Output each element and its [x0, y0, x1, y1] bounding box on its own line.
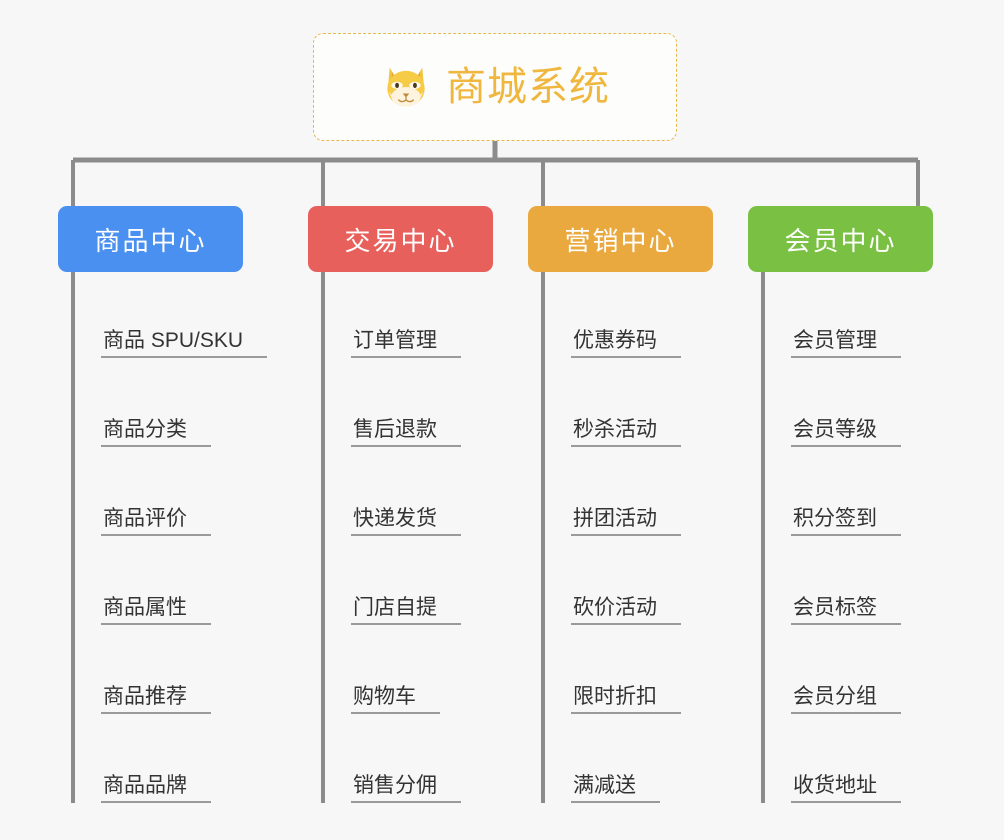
leaf-label: 购物车 — [351, 685, 440, 714]
leaf-item[interactable]: 售后退款 — [323, 401, 548, 447]
root-node[interactable]: 商城系统 — [313, 33, 677, 141]
leaf-item[interactable]: 会员等级 — [763, 401, 988, 447]
leaf-item[interactable]: 门店自提 — [323, 579, 548, 625]
leaf-item[interactable]: 购物车 — [323, 668, 548, 714]
leaf-label: 商品评价 — [101, 507, 211, 536]
leaf-item[interactable]: 积分签到 — [763, 490, 988, 536]
leaf-label: 商品属性 — [101, 596, 211, 625]
leaf-item[interactable]: 销售分佣 — [323, 757, 548, 803]
shiba-dog-face-icon — [387, 67, 425, 109]
leaf-label: 订单管理 — [351, 329, 461, 358]
leaf-label: 会员标签 — [791, 596, 901, 625]
leaf-item[interactable]: 快递发货 — [323, 490, 548, 536]
leaf-item[interactable]: 会员管理 — [763, 312, 988, 358]
leaf-item[interactable]: 秒杀活动 — [543, 401, 768, 447]
leaf-label: 会员分组 — [791, 685, 901, 714]
leaf-item[interactable]: 限时折扣 — [543, 668, 768, 714]
leaf-item[interactable]: 商品属性 — [73, 579, 298, 625]
leaf-item[interactable]: 会员标签 — [763, 579, 988, 625]
leaf-item[interactable]: 优惠券码 — [543, 312, 768, 358]
leaf-label: 收货地址 — [791, 774, 901, 803]
leaf-item[interactable]: 商品评价 — [73, 490, 298, 536]
leaf-label: 商品品牌 — [101, 774, 211, 803]
leaf-label: 满减送 — [571, 774, 660, 803]
root-title: 商城系统 — [446, 65, 610, 109]
leaf-item[interactable]: 拼团活动 — [543, 490, 768, 536]
leaf-item[interactable]: 砍价活动 — [543, 579, 768, 625]
leaf-label: 会员管理 — [791, 329, 901, 358]
leaf-label: 优惠券码 — [571, 329, 681, 358]
category-label: 营销中心 — [564, 225, 677, 256]
leaf-label: 快递发货 — [351, 507, 461, 536]
category-label: 会员中心 — [784, 225, 897, 256]
leaf-item[interactable]: 收货地址 — [763, 757, 988, 803]
leaf-label: 销售分佣 — [351, 774, 461, 803]
leaf-label: 售后退款 — [351, 418, 461, 447]
category-label: 商品中心 — [94, 225, 207, 256]
leaf-item[interactable]: 会员分组 — [763, 668, 988, 714]
leaf-label: 积分签到 — [791, 507, 901, 536]
leaf-item[interactable]: 订单管理 — [323, 312, 548, 358]
leaf-label: 拼团活动 — [571, 507, 681, 536]
leaf-item[interactable]: 商品推荐 — [73, 668, 298, 714]
category-node-1[interactable]: 商品中心 — [58, 206, 243, 272]
leaf-label: 商品 SPU/SKU — [101, 329, 268, 358]
leaf-label: 门店自提 — [351, 596, 461, 625]
category-node-3[interactable]: 营销中心 — [528, 206, 713, 272]
leaf-label: 秒杀活动 — [571, 418, 681, 447]
leaf-label: 砍价活动 — [571, 596, 681, 625]
category-node-4[interactable]: 会员中心 — [748, 206, 933, 272]
leaf-label: 商品分类 — [101, 418, 211, 447]
leaf-item[interactable]: 满减送 — [543, 757, 768, 803]
leaf-label: 商品推荐 — [101, 685, 211, 714]
category-node-2[interactable]: 交易中心 — [308, 206, 493, 272]
leaf-label: 限时折扣 — [571, 685, 681, 714]
leaf-label: 会员等级 — [791, 418, 901, 447]
category-label: 交易中心 — [344, 225, 457, 256]
leaf-item[interactable]: 商品 SPU/SKU — [73, 312, 298, 358]
leaf-item[interactable]: 商品分类 — [73, 401, 298, 447]
leaf-item[interactable]: 商品品牌 — [73, 757, 298, 803]
